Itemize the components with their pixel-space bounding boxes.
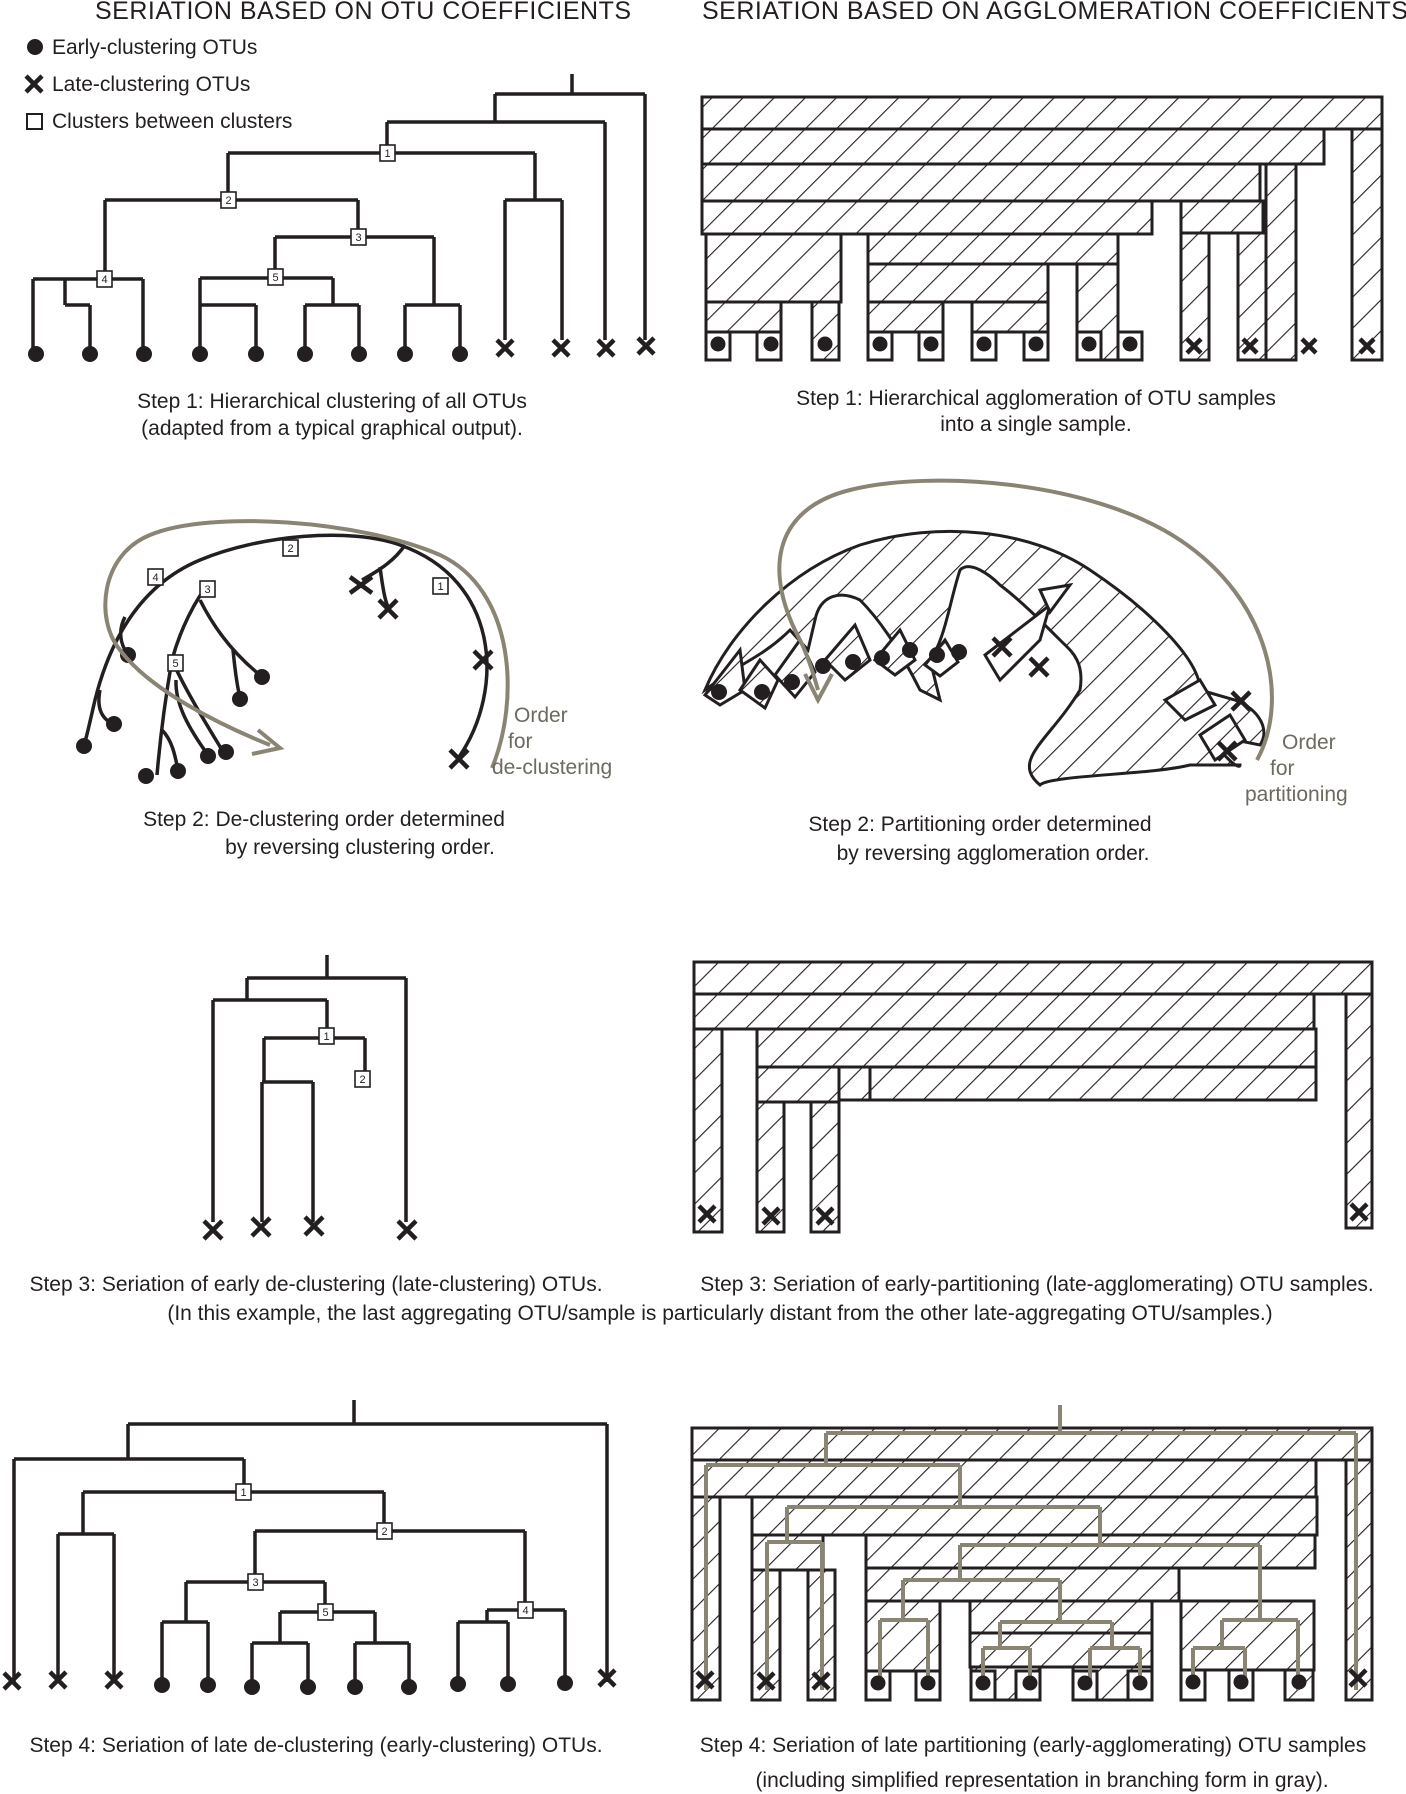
svg-text:3: 3 xyxy=(252,1577,258,1589)
legend-early: Early-clustering OTUs xyxy=(52,36,257,59)
svg-text:4: 4 xyxy=(101,274,107,286)
step1-right-caption-2: into a single sample. xyxy=(940,413,1131,436)
svg-text:1: 1 xyxy=(384,148,390,160)
step4-blocks xyxy=(690,1405,1374,1702)
early-dot-icon xyxy=(27,39,43,55)
step3-left-caption: Step 3: Seriation of early de-clustering… xyxy=(29,1273,602,1296)
legend-clusters: Clusters between clusters xyxy=(52,110,292,133)
svg-text:3: 3 xyxy=(204,584,210,596)
step1-blocks xyxy=(700,95,1384,362)
svg-text:de-clustering: de-clustering xyxy=(492,756,612,779)
svg-text:2: 2 xyxy=(225,195,231,207)
step3-blocks xyxy=(692,960,1374,1234)
svg-text:partitioning: partitioning xyxy=(1245,783,1348,806)
svg-text:1: 1 xyxy=(240,1487,246,1499)
legend: Early-clustering OTUs Late-clustering OT… xyxy=(24,36,292,133)
svg-text:1: 1 xyxy=(437,581,443,593)
svg-text:5: 5 xyxy=(322,1607,328,1619)
legend-late: Late-clustering OTUs xyxy=(52,73,250,96)
step2-curved-tree: 2 4 3 1 5 xyxy=(76,519,510,784)
svg-text:2: 2 xyxy=(359,1074,365,1086)
svg-text:2: 2 xyxy=(381,1526,387,1538)
left-heading: SERIATION BASED ON OTU COEFFICIENTS xyxy=(95,0,632,25)
step4-left-caption: Step 4: Seriation of late de-clustering … xyxy=(29,1734,602,1757)
svg-text:for: for xyxy=(1270,757,1295,780)
step1-left-caption: Step 1: Hierarchical clustering of all O… xyxy=(137,390,527,413)
step2-left-caption: Step 2: De-clustering order determined xyxy=(143,808,505,831)
step2-left-caption-2: by reversing clustering order. xyxy=(225,836,495,859)
svg-text:Order: Order xyxy=(514,704,568,727)
step3-note: (In this example, the last aggregating O… xyxy=(167,1302,1272,1325)
svg-text:5: 5 xyxy=(272,272,278,284)
svg-text:Order: Order xyxy=(1282,731,1336,754)
step2-right-caption: Step 2: Partitioning order determined xyxy=(808,813,1151,836)
order-partitioning-label: Order for partitioning xyxy=(1245,731,1348,806)
order-declustering-label: Order for de-clustering xyxy=(492,704,612,779)
svg-text:4: 4 xyxy=(522,1605,528,1617)
svg-text:3: 3 xyxy=(355,232,361,244)
step4-dendrogram: 1 2 3 4 5 xyxy=(2,1400,617,1695)
step2-curved-blocks xyxy=(701,478,1274,788)
step1-right-caption: Step 1: Hierarchical agglomeration of OT… xyxy=(796,387,1276,410)
step4-right-caption: Step 4: Seriation of late partitioning (… xyxy=(700,1734,1366,1757)
svg-text:2: 2 xyxy=(287,543,293,555)
late-cross-icon xyxy=(24,74,44,94)
step1-dendrogram: 1 2 3 4 5 xyxy=(28,74,656,362)
svg-text:5: 5 xyxy=(172,658,178,670)
step3-dendrogram: 1 2 xyxy=(202,955,418,1241)
svg-text:for: for xyxy=(508,730,533,753)
cluster-square-icon xyxy=(26,113,43,130)
step3-right-caption: Step 3: Seriation of early-partitioning … xyxy=(700,1273,1373,1296)
step1-left-caption-2: (adapted from a typical graphical output… xyxy=(141,417,523,440)
svg-text:1: 1 xyxy=(323,1031,329,1043)
right-heading: SERIATION BASED ON AGGLOMERATION COEFFIC… xyxy=(702,0,1406,25)
step4-right-caption-2: (including simplified representation in … xyxy=(755,1769,1328,1792)
step2-right-caption-2: by reversing agglomeration order. xyxy=(837,842,1150,865)
svg-text:4: 4 xyxy=(152,572,158,584)
